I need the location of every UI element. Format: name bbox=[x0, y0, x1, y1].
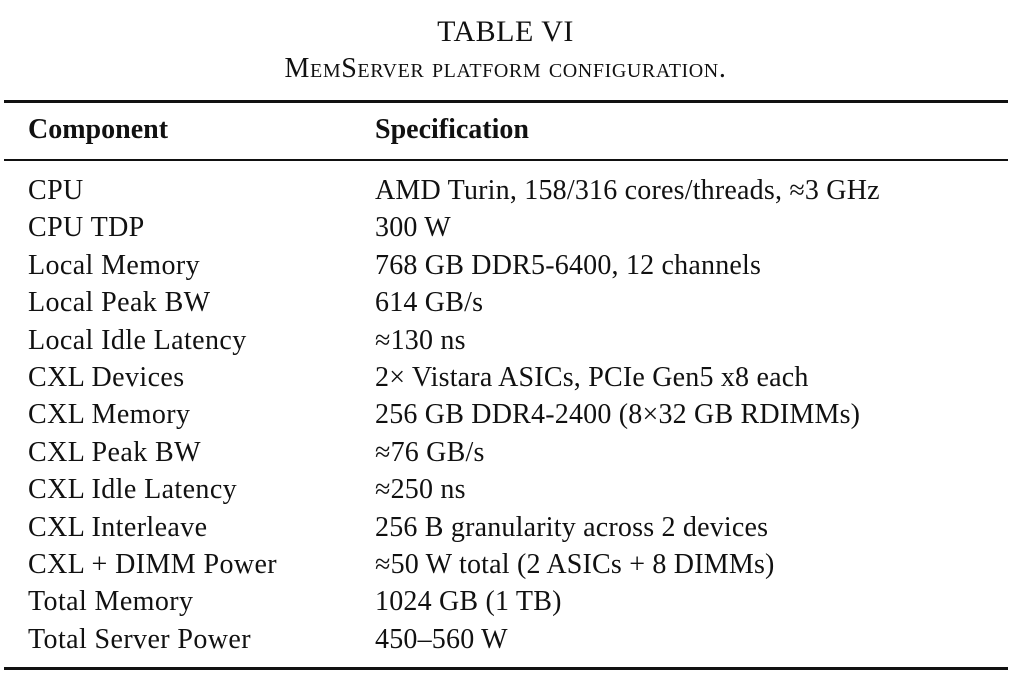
table-title: MemServer platform configuration. bbox=[284, 53, 727, 84]
specification-cell: ≈76 GB/s bbox=[375, 436, 485, 468]
specification-cell: ≈130 ns bbox=[375, 324, 466, 356]
column-header-component: Component bbox=[28, 114, 169, 145]
component-cell: Local Idle Latency bbox=[28, 324, 247, 356]
table-row: CXL Peak BW ≈76 GB/s bbox=[0, 434, 1011, 471]
specification-cell: 614 GB/s bbox=[375, 287, 484, 319]
table-row: CXL Devices 2× Vistara ASICs, PCIe Gen5 … bbox=[0, 359, 1011, 396]
specification-cell: AMD Turin, 158/316 cores/threads, ≈3 GHz bbox=[375, 175, 880, 206]
table-row: Local Peak BW 614 GB/s bbox=[0, 284, 1011, 321]
component-cell: Local Memory bbox=[28, 249, 200, 281]
component-cell: CXL Idle Latency bbox=[28, 474, 238, 506]
table-row: Local Memory 768 GB DDR5-6400, 12 channe… bbox=[0, 247, 1011, 284]
component-cell: CXL Peak BW bbox=[28, 436, 201, 468]
table-row: CXL Interleave 256 B granularity across … bbox=[0, 509, 1011, 546]
table-row: Local Idle Latency ≈130 ns bbox=[0, 322, 1011, 359]
component-cell: Local Peak BW bbox=[28, 287, 211, 319]
specification-cell: 768 GB DDR5-6400, 12 channels bbox=[375, 249, 762, 281]
top-rule bbox=[4, 100, 1008, 103]
table-number: TABLE VI bbox=[437, 15, 574, 48]
bottom-rule bbox=[4, 667, 1008, 670]
specification-cell: ≈50 W total (2 ASICs + 8 DIMMs) bbox=[375, 548, 775, 580]
header-rule bbox=[4, 159, 1008, 161]
specification-cell: 450–560 W bbox=[375, 623, 508, 655]
table-row: CXL + DIMM Power ≈50 W total (2 ASICs + … bbox=[0, 546, 1011, 583]
component-cell: CPU TDP bbox=[28, 212, 145, 244]
specification-cell: 300 W bbox=[375, 212, 451, 244]
table-row: CXL Memory 256 GB DDR4-2400 (8×32 GB RDI… bbox=[0, 396, 1011, 433]
component-cell: Total Memory bbox=[28, 586, 194, 618]
table-row: Total Memory 1024 GB (1 TB) bbox=[0, 583, 1011, 620]
component-cell: CXL Interleave bbox=[28, 511, 208, 543]
component-cell: Total Server Power bbox=[28, 623, 251, 655]
specification-cell: 2× Vistara ASICs, PCIe Gen5 x8 each bbox=[375, 361, 809, 393]
component-cell: CPU bbox=[28, 175, 84, 206]
specification-cell: 1024 GB (1 TB) bbox=[375, 586, 562, 618]
specification-cell: 256 B granularity across 2 devices bbox=[375, 511, 769, 543]
component-cell: CXL Memory bbox=[28, 399, 191, 431]
component-cell: CXL + DIMM Power bbox=[28, 548, 278, 580]
column-header-specification: Specification bbox=[375, 114, 529, 145]
table-row: CPU AMD Turin, 158/316 cores/threads, ≈3… bbox=[0, 172, 1011, 209]
table-row: Total Server Power 450–560 W bbox=[0, 621, 1011, 658]
specification-cell: ≈250 ns bbox=[375, 474, 466, 506]
component-cell: CXL Devices bbox=[28, 361, 185, 393]
table-body: CPU AMD Turin, 158/316 cores/threads, ≈3… bbox=[0, 172, 1011, 658]
table-row: CXL Idle Latency ≈250 ns bbox=[0, 471, 1011, 508]
table-row: CPU TDP 300 W bbox=[0, 209, 1011, 246]
specification-cell: 256 GB DDR4-2400 (8×32 GB RDIMMs) bbox=[375, 399, 861, 431]
